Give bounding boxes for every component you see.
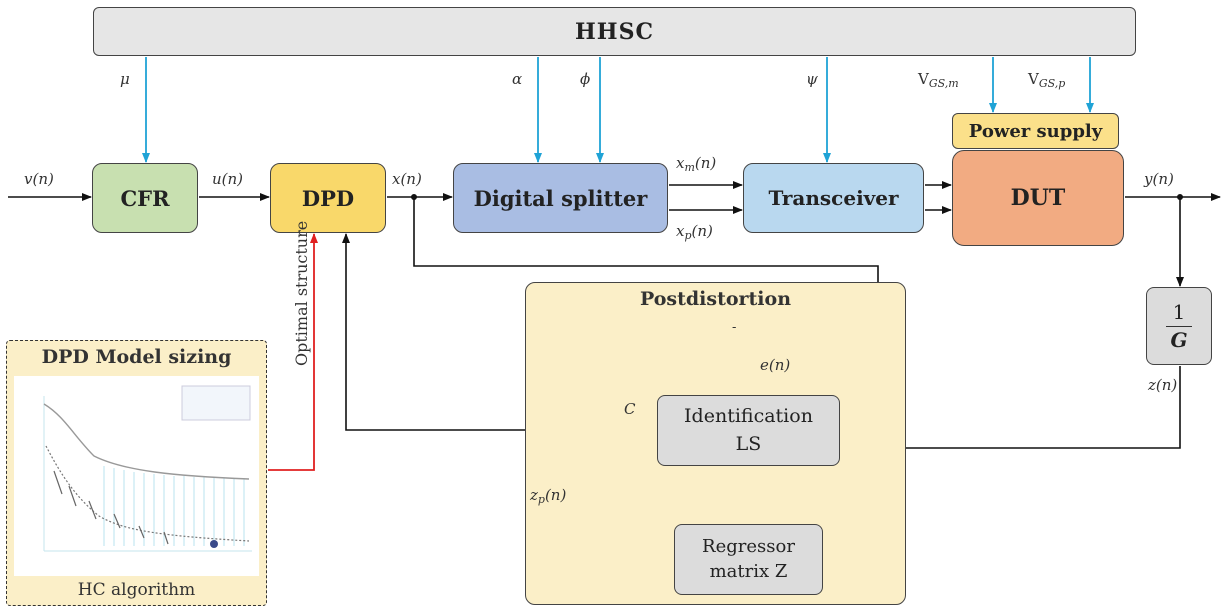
optimal-structure-label: Optimal structure — [292, 220, 311, 366]
plot-search-steps — [53, 470, 169, 545]
power-supply-block: Power supply — [952, 113, 1119, 149]
dpd-label: DPD — [301, 185, 355, 211]
digital-splitter-block: Digital splitter — [453, 163, 668, 233]
junction-y — [1177, 194, 1183, 200]
signal-zp-sub: p — [537, 493, 545, 506]
dpd-block: DPD — [270, 163, 386, 233]
signal-xm: xm(n) — [676, 154, 716, 174]
signal-zp: zp(n) — [530, 486, 566, 506]
control-label-phi: ϕ — [580, 70, 591, 88]
signal-y: y(n) — [1144, 170, 1174, 188]
identification-block: Identification LS — [657, 395, 840, 466]
signal-v: v(n) — [24, 170, 54, 188]
power-supply-label: Power supply — [968, 120, 1103, 142]
plot-curve-upper — [43, 403, 250, 480]
control-label-mu: μ — [120, 70, 130, 88]
dut-block: DUT — [952, 150, 1124, 246]
signal-xp-base: x — [676, 222, 685, 240]
cfr-label: CFR — [120, 185, 170, 211]
vgsm-base: V — [918, 70, 929, 88]
hc-algorithm-thumbnail — [14, 376, 259, 576]
cfr-block: CFR — [92, 163, 198, 233]
signal-z: z(n) — [1148, 376, 1178, 394]
regressor-matrix-label: matrix Z — [709, 560, 788, 582]
sizing-footer: HC algorithm — [77, 580, 196, 600]
gain-numerator: 1 — [1172, 299, 1186, 324]
identification-ls-label: LS — [735, 432, 762, 455]
regressor-block: Regressor matrix Z — [674, 524, 823, 595]
splitter-label: Digital splitter — [473, 185, 648, 211]
sum-minus-sign: - — [732, 320, 737, 335]
gain-fraction-bar — [1166, 325, 1192, 327]
wire-z-return — [846, 366, 1181, 452]
signal-xp-tail: (n) — [691, 222, 713, 240]
regressor-label: Regressor — [702, 536, 795, 558]
postdistortion-title: Postdistortion — [639, 288, 792, 310]
signal-c: C — [624, 400, 636, 418]
plot-curve-lower — [45, 445, 250, 542]
hhsc-block: HHSC — [93, 7, 1136, 56]
junction-x — [411, 194, 417, 200]
control-label-alpha: α — [512, 70, 523, 88]
vgsp-base: V — [1028, 70, 1039, 88]
dut-label: DUT — [1010, 185, 1066, 211]
gain-denominator: G — [1170, 327, 1188, 352]
signal-u: u(n) — [212, 170, 244, 188]
plot-optimum-marker — [210, 540, 218, 548]
gain-block: 1 G — [1146, 287, 1212, 365]
signal-x: x(n) — [392, 170, 422, 188]
vgsp-sub: GS,p — [1038, 77, 1066, 90]
control-label-vgsp: VGS,p — [1028, 70, 1065, 90]
control-label-vgsm: VGS,m — [918, 70, 959, 90]
signal-e: e(n) — [760, 356, 791, 374]
signal-zp-base: z — [530, 486, 538, 504]
hhsc-label: HHSC — [575, 18, 654, 45]
plot-legend — [181, 385, 251, 421]
transceiver-label: Transceiver — [768, 186, 899, 210]
vgsm-sub: GS,m — [928, 77, 959, 90]
signal-xm-tail: (n) — [694, 154, 717, 172]
optimal-structure-line — [268, 233, 318, 471]
signal-xp: xp(n) — [676, 222, 713, 242]
signal-xm-sub: m — [684, 161, 695, 174]
plot-hatching — [103, 466, 245, 546]
control-label-psi: ψ — [806, 70, 818, 88]
transceiver-block: Transceiver — [743, 163, 924, 233]
identification-label: Identification — [684, 404, 813, 427]
signal-xp-sub: p — [684, 229, 692, 242]
signal-zp-tail: (n) — [544, 486, 567, 504]
sizing-title: DPD Model sizing — [41, 346, 232, 368]
signal-xm-base: x — [676, 154, 685, 172]
